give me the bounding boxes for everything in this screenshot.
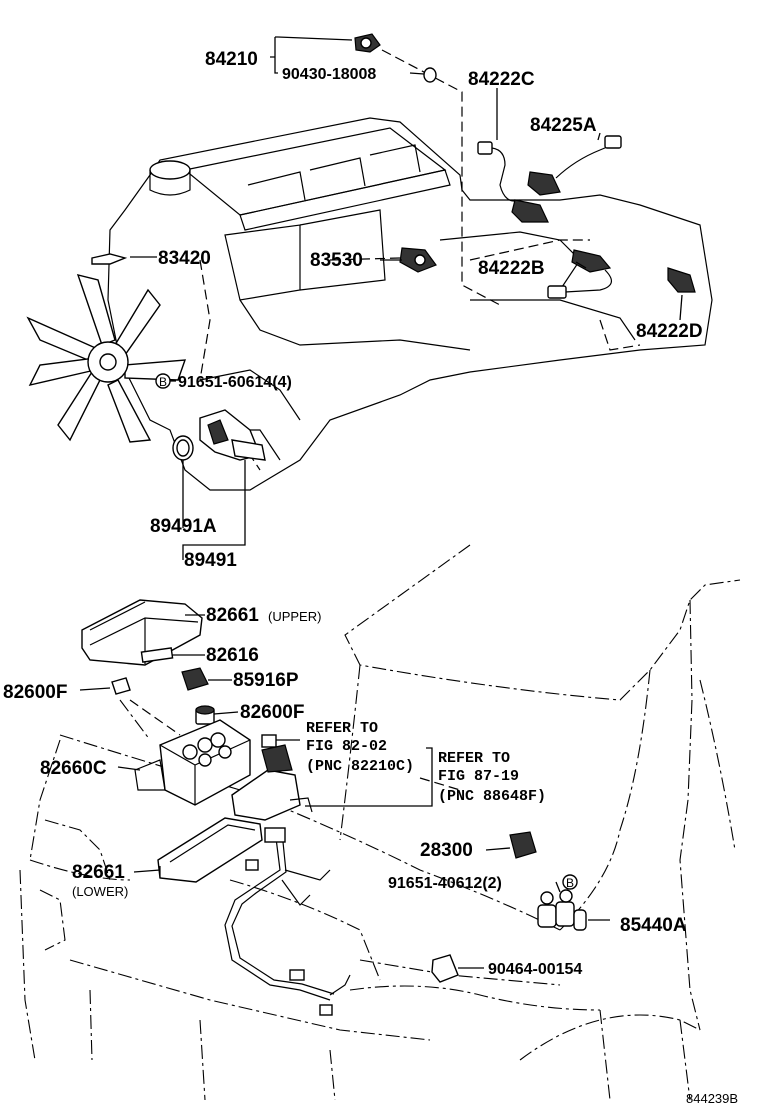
relay-box-upper-cover: [81, 599, 203, 666]
label-82661-lower-note: (LOWER): [72, 884, 128, 899]
sensor-83420: [91, 253, 128, 265]
bolt-marker-b-2: B: [562, 874, 578, 890]
label-82660C: 82660C: [40, 758, 107, 779]
label-84225A: 84225A: [530, 115, 597, 136]
svg-text:B: B: [566, 876, 574, 890]
gasket-89491A: [172, 435, 194, 461]
label-84222B: 84222B: [478, 258, 545, 279]
sensor-83530: [399, 247, 437, 273]
label-89491A: 89491A: [150, 516, 217, 537]
label-90464-00154: 90464-00154: [488, 961, 582, 978]
cooling-fan: [26, 274, 187, 443]
diagram-code: 844239B: [686, 1091, 738, 1106]
clip-90464: [431, 954, 459, 983]
valve-85440A: [537, 889, 587, 931]
label-83420: 83420: [158, 248, 211, 269]
label-90430-18008: 90430-18008: [282, 66, 376, 83]
fuse-82616: [140, 647, 174, 663]
ref2-line3: (PNC 88648F): [438, 788, 546, 805]
sensor-84222B: [547, 249, 612, 299]
ref2-line2: FIG 87-19: [438, 768, 519, 785]
engine-illustration: [26, 33, 713, 560]
label-85916P: 85916P: [233, 670, 299, 691]
connector-ref-82210C: [261, 734, 277, 748]
fuse-82600F-left: [111, 677, 131, 695]
ref1-line1: REFER TO: [306, 720, 378, 737]
sensor-84222C: [477, 141, 549, 223]
relay-85916P: [181, 667, 209, 691]
relay-box-lower: [157, 817, 263, 883]
label-82661-upper-note: (UPPER): [268, 609, 321, 624]
wire-harness: [224, 827, 351, 1016]
label-85440A: 85440A: [620, 915, 687, 936]
label-83530: 83530: [310, 250, 363, 271]
vehicle-illustration: [19, 544, 741, 1101]
label-82661-upper: 82661: [206, 605, 259, 626]
label-28300: 28300: [420, 840, 473, 861]
bolt-marker-b-1: B: [155, 373, 171, 389]
relay-28300: [509, 831, 537, 859]
label-91651-40612: 91651-40612(2): [388, 875, 502, 892]
label-82600F-right: 82600F: [240, 702, 304, 723]
label-84222D: 84222D: [636, 321, 703, 342]
label-82600F-left: 82600F: [3, 682, 67, 703]
label-82616: 82616: [206, 645, 259, 666]
fuse-82600F-right: [195, 705, 215, 725]
bracket-89491: [199, 409, 266, 461]
label-84222C: 84222C: [468, 69, 535, 90]
gasket-90430: [423, 67, 437, 83]
label-84210: 84210: [205, 49, 258, 70]
label-91651-60614: 91651-60614(4): [178, 374, 292, 391]
svg-text:B: B: [159, 375, 167, 389]
ref1-line3: (PNC 82210C): [306, 758, 414, 775]
relay-block-82660C: [134, 719, 251, 806]
sensor-84210: [354, 33, 381, 53]
junction-88648F: [231, 744, 313, 821]
sensor-84222D: [667, 267, 696, 293]
sensor-84225A: [527, 135, 622, 196]
ref1-line2: FIG 82-02: [306, 738, 387, 755]
ref2-line1: REFER TO: [438, 750, 510, 767]
label-82661-lower: 82661: [72, 862, 125, 883]
label-89491: 89491: [184, 550, 237, 571]
